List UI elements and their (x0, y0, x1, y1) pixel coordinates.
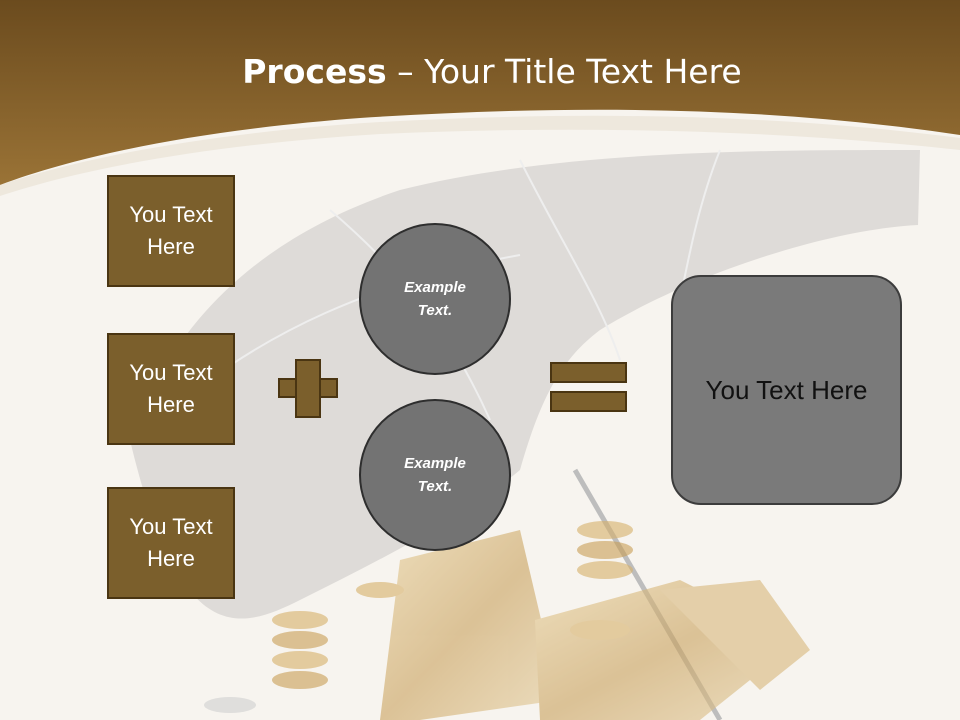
title-bold: Process (242, 52, 387, 91)
gold-bars-image (204, 521, 810, 720)
example-circle-1: Example Text. (359, 223, 511, 375)
text-box-1: You Text Here (107, 175, 235, 287)
result-box: You Text Here (671, 275, 902, 505)
text-box-3: You Text Here (107, 487, 235, 599)
umbrella-canopy (130, 150, 920, 619)
page-title: Process – Your Title Text Here (0, 52, 960, 91)
header-band (0, 0, 960, 185)
title-rest: – Your Title Text Here (386, 52, 742, 91)
text-box-2: You Text Here (107, 333, 235, 445)
example-circle-2: Example Text. (359, 399, 511, 551)
